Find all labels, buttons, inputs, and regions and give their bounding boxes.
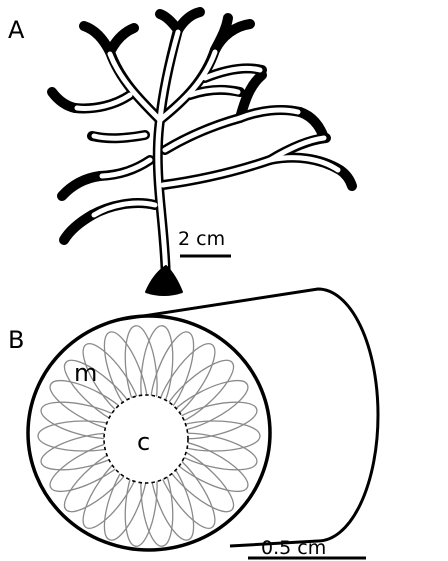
panel-a-letter: A (8, 16, 25, 44)
scale-label-b: 0.5 cm (261, 537, 326, 559)
medulla-label: m (74, 359, 97, 387)
scale-label-a: 2 cm (178, 228, 225, 250)
cortex-label: c (137, 428, 150, 456)
seaweed-thallus-illustration (52, 12, 352, 295)
panel-b: B m c 0.5 cm (8, 289, 378, 559)
panel-a: A (8, 12, 352, 295)
thallus-holdfast (146, 266, 182, 295)
panel-b-letter: B (8, 326, 24, 354)
